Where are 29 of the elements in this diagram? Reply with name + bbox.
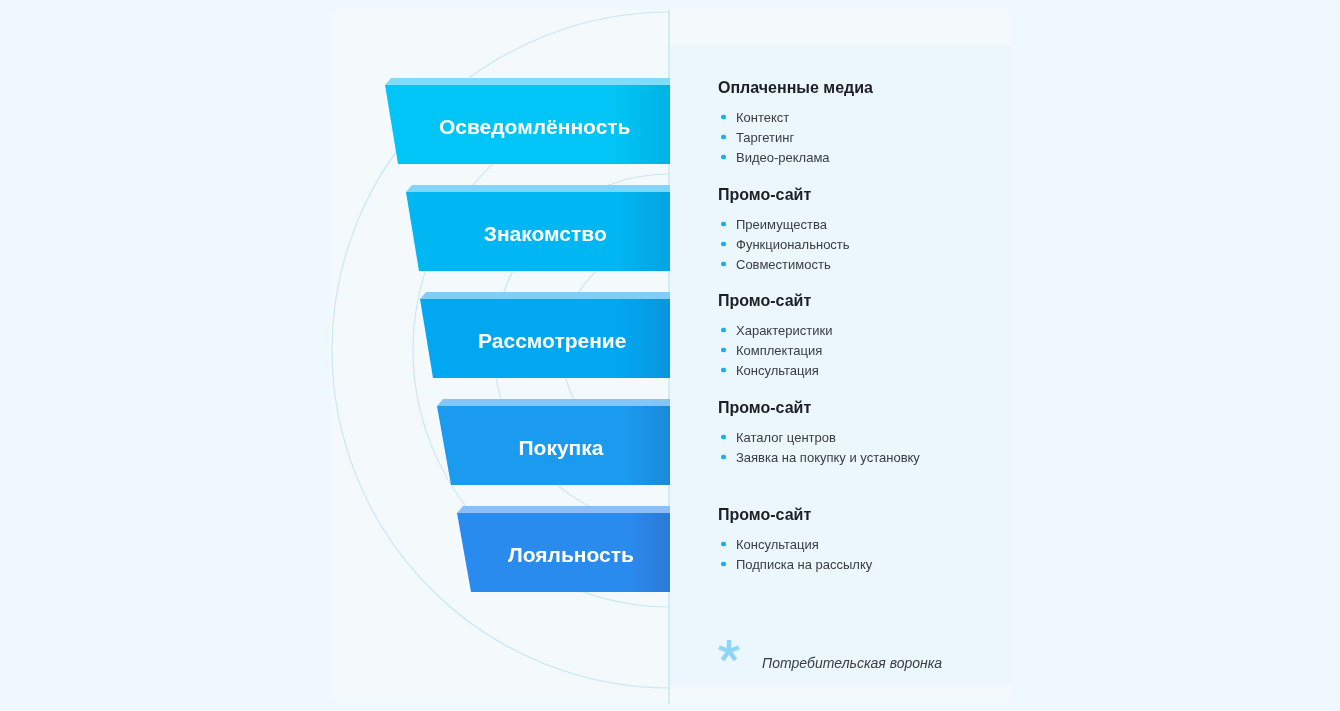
section-heading: Промо-сайт <box>718 292 812 310</box>
list-item: Заявка на покупку и установку <box>736 449 920 465</box>
stage-label: Рассмотрение <box>478 328 627 353</box>
list-item: Таргетинг <box>736 129 795 145</box>
funnel-stage-band <box>420 292 670 378</box>
list-item: Консультация <box>736 536 819 552</box>
section-heading: Промо-сайт <box>718 399 812 417</box>
stage-label: Покупка <box>518 435 604 460</box>
list-item: Характеристики <box>736 322 833 338</box>
list-item: Преимущества <box>736 216 827 232</box>
caption-text: Потребительская воронка <box>762 655 943 671</box>
list-item: Консультация <box>736 362 819 378</box>
funnel-stage-band <box>437 399 670 485</box>
list-item: Совместимость <box>736 256 831 272</box>
section-heading: Промо-сайт <box>718 186 812 204</box>
funnel-stage-band <box>457 506 670 592</box>
stage-label: Осведомлённость <box>438 114 631 139</box>
stage-label: Лояльность <box>508 542 634 567</box>
list-item: Комплектация <box>736 342 823 358</box>
list-item: Видео-реклама <box>736 149 830 165</box>
list-item: Контекст <box>736 109 790 125</box>
list-item: Функциональность <box>736 236 850 252</box>
list-item: Каталог центров <box>736 429 836 445</box>
section-heading: Промо-сайт <box>718 506 812 524</box>
list-item: Подписка на рассылку <box>736 556 873 572</box>
funnel-stage-band <box>385 78 670 164</box>
funnel-stage-band <box>406 185 670 271</box>
section-heading: Оплаченные медиа <box>718 79 873 97</box>
stage-label: Знакомство <box>483 221 607 246</box>
